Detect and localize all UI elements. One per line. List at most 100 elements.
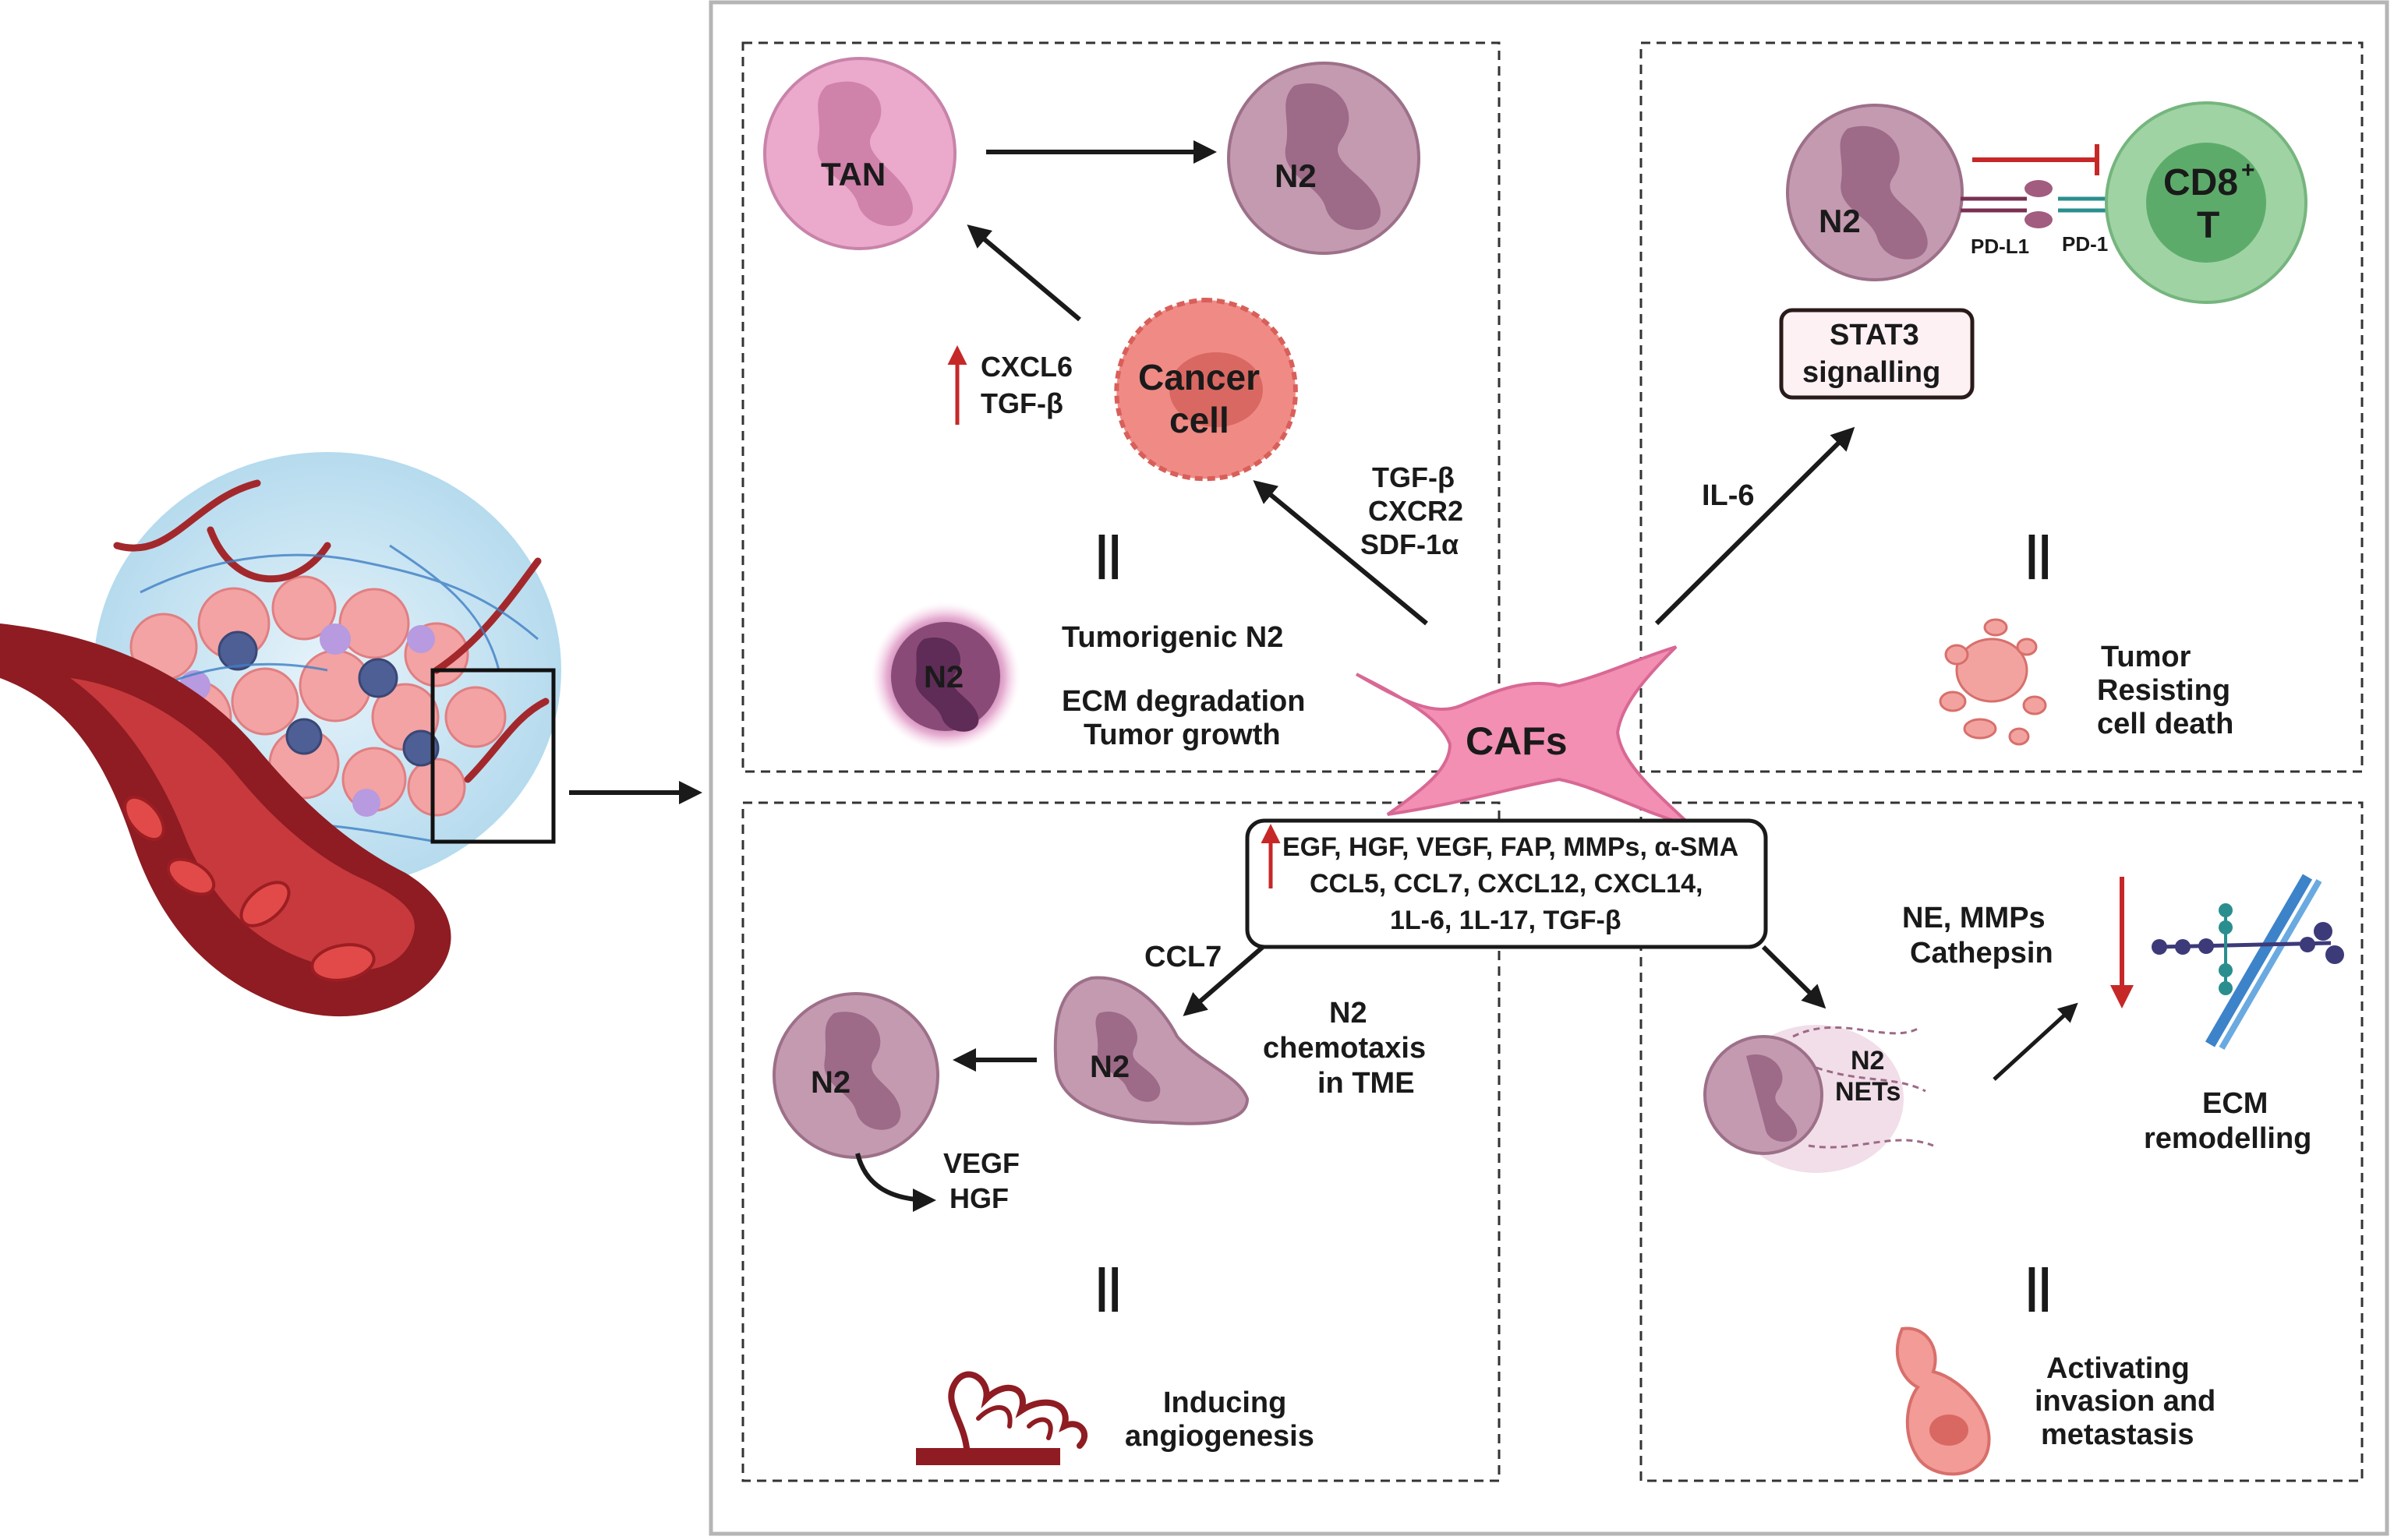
br-outcome-3: metastasis: [2041, 1418, 2194, 1451]
box-to-n2-arrow: [1183, 945, 1264, 1016]
ecm-2: remodelling: [2144, 1122, 2311, 1155]
n2-cell-migrating: N2: [1053, 976, 1250, 1125]
panel-bottom-left-box: [741, 801, 1501, 1482]
cytokines-up: CXCL6 TGF-β: [947, 345, 1073, 425]
panel-bottom-left: CCL7 N2 N2 N2 chemotaxis in TME VEGF HGF…: [773, 941, 1426, 1465]
outcome-line1: ECM degradation: [1062, 685, 1305, 718]
caf-factors: TGF-β CXCR2 SDF-1α: [1360, 461, 1463, 560]
ecm-fiber-icon: [2152, 874, 2344, 1051]
br-outcome-2: invasion and: [2035, 1385, 2215, 1418]
equals-bottom-right: ||: [2025, 1259, 2052, 1312]
equals-top-left: ||: [1095, 527, 1122, 580]
panel-bottom-right: N2 NETs NE, MMPs Cathepsin ECM remodelli…: [1703, 874, 2344, 1476]
cancer-cell: Cancer cell: [1114, 297, 1298, 482]
cd8-label: CD8: [2163, 162, 2238, 203]
enzyme-2: Cathepsin: [1910, 937, 2053, 970]
caf-factor-3: SDF-1α: [1360, 528, 1459, 560]
stat3-label-1: STAT3: [1830, 319, 1919, 351]
blood-vessel: [0, 623, 451, 1017]
panel-bottom-right-box: [1639, 801, 2364, 1482]
equals-bottom-left: ||: [1095, 1259, 1122, 1312]
caf-to-cancer-arrow: [1253, 480, 1428, 626]
n2-bl-right-label: N2: [1090, 1050, 1130, 1084]
angiogenesis-icon: [916, 1371, 1087, 1465]
il6-label: IL-6: [1702, 479, 1755, 512]
box-to-nets-arrow: [1761, 945, 1826, 1009]
secreted-line-3: 1L-6, 1L-17, TGF-β: [1390, 906, 1621, 935]
tumor-illustration: [0, 452, 702, 1017]
bl-outcome-2: angiogenesis: [1125, 1420, 1314, 1453]
nets-label-2: NETs: [1835, 1077, 1901, 1107]
pdl1-pd1-binding: PD-L1 PD-1: [1961, 180, 2120, 258]
tr-outcome-3: cell death: [2097, 708, 2233, 740]
cytokine-2: TGF-β: [981, 387, 1063, 419]
cafs-label: CAFs: [1466, 719, 1568, 763]
caf-factor-1: TGF-β: [1372, 461, 1455, 493]
enzyme-1: NE, MMPs: [1902, 902, 2046, 934]
cancer-label-1: Cancer: [1138, 357, 1260, 397]
glowing-n2-cell: N2: [872, 602, 1020, 751]
cancer-label-2: cell: [1169, 400, 1229, 440]
cancer-to-tan-arrow: [967, 224, 1081, 322]
secreted-line-2: CCL5, CCL7, CXCL12, CXCL14,: [1310, 869, 1703, 899]
cd8-sup: +: [2241, 157, 2255, 183]
inhibition-line: [1972, 144, 2099, 175]
cytokine-1: CXCL6: [981, 351, 1073, 383]
outcome-title: Tumorigenic N2: [1062, 621, 1283, 654]
tr-outcome-2: Resisting: [2097, 674, 2230, 707]
br-outcome-1: Activating: [2046, 1352, 2190, 1385]
bottom-left-outcome: Inducing angiogenesis: [1125, 1386, 1314, 1453]
panel-top-right: N2 PD-L1 PD-1 CD8 + T STAT3 signalling: [1654, 101, 2307, 746]
tan-cell: TAN: [763, 57, 957, 250]
nets-to-ecm-arrow: [1993, 1002, 2078, 1081]
tumor-vessels: [113, 479, 550, 783]
chemotaxis-1: N2: [1329, 997, 1367, 1030]
chemotaxis-text: N2 chemotaxis in TME: [1263, 997, 1426, 1100]
cd8-t-cell: CD8 + T: [2105, 101, 2307, 304]
tan-label: TAN: [821, 156, 886, 192]
caf-to-n2-il6-arrow: [1654, 426, 1855, 626]
n2-cell-immune: N2: [1786, 104, 1964, 281]
n2-glow-label: N2: [924, 660, 964, 694]
top-right-outcome: Tumor Resisting cell death: [2097, 641, 2233, 740]
ecm-1: ECM: [2202, 1087, 2268, 1120]
panel-top-left-box: [741, 41, 1501, 773]
dying-cell-icon: [1939, 618, 2047, 746]
pd1-label: PD-1: [2062, 232, 2108, 256]
chemotaxis-2: chemotaxis: [1263, 1032, 1426, 1065]
chemotaxis-3: in TME: [1317, 1067, 1415, 1100]
cafs-cell: CAFs: [1355, 645, 1693, 828]
secreted-line-1: EGF, HGF, VEGF, FAP, MMPs, α-SMA: [1282, 832, 1738, 862]
bl-outcome-1: Inducing: [1163, 1386, 1286, 1419]
factor-hgf: HGF: [949, 1182, 1009, 1214]
main-frame: [709, 0, 2389, 1536]
n2-cell-top: N2: [1227, 62, 1420, 255]
caf-factor-2: CXCR2: [1368, 495, 1463, 527]
zoom-box: [430, 668, 556, 844]
ecm-text: ECM remodelling: [2144, 1087, 2311, 1155]
stat3-label-2: signalling: [1802, 356, 1940, 389]
n2-cell-bottom-left: N2: [773, 992, 939, 1159]
n2-bl-left-label: N2: [811, 1065, 850, 1100]
nets-cell: N2 NETs: [1703, 1025, 1934, 1173]
outcome-line2: Tumor growth: [1084, 719, 1281, 751]
tr-outcome-1: Tumor: [2101, 641, 2191, 673]
invading-cell-icon: [1895, 1326, 1991, 1476]
pdl1-label: PD-L1: [1971, 235, 2029, 258]
ccl7-label: CCL7: [1144, 941, 1222, 973]
bottom-right-outcome: Activating invasion and metastasis: [2035, 1352, 2215, 1451]
nets-label-1: N2: [1851, 1046, 1884, 1076]
secreted-factors-box: EGF, HGF, VEGF, FAP, MMPs, α-SMA CCL5, C…: [1245, 818, 1768, 949]
equals-top-right: ||: [2025, 527, 2052, 580]
panel-top-right-box: [1639, 41, 2364, 773]
top-left-outcome: Tumorigenic N2 ECM degradation Tumor gro…: [1062, 621, 1305, 751]
curved-arrow: [855, 1153, 936, 1212]
panel-top-left: TAN N2 CXCL6 TGF-β Cancer cell TGF-β CXC…: [763, 57, 1463, 751]
t-label: T: [2197, 205, 2219, 246]
factor-vegf: VEGF: [943, 1147, 1020, 1179]
n2-immune-label: N2: [1819, 203, 1861, 239]
stat3-box: STAT3 signalling: [1779, 308, 1975, 400]
enzymes-text: NE, MMPs Cathepsin: [1902, 902, 2053, 970]
n2-top-label: N2: [1275, 157, 1317, 194]
